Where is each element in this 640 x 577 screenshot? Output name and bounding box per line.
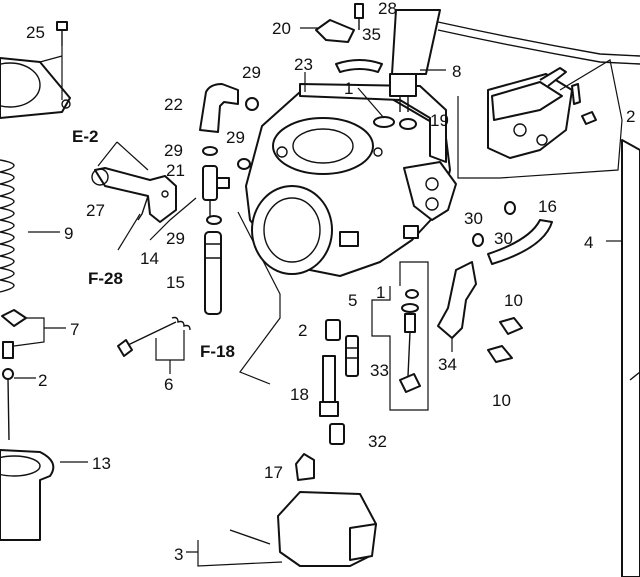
callout-2-right: 2 [626, 107, 635, 126]
carburetor-side-part-4 [621, 139, 640, 577]
callout-13: 13 [92, 454, 111, 473]
callout-1-low: 1 [376, 283, 385, 302]
leader-f28 [117, 213, 141, 251]
fuel-pump-assembly [487, 67, 597, 159]
callout-6: 6 [164, 375, 173, 394]
callout-25: 25 [26, 23, 45, 42]
callout-5: 5 [348, 291, 357, 310]
callout-33: 33 [370, 361, 389, 380]
callout-29-mid: 29 [164, 141, 183, 160]
callout-35: 35 [362, 25, 381, 44]
callout-29-low: 29 [166, 229, 185, 248]
callout-7: 7 [70, 320, 79, 339]
choke-bracket-14 [91, 167, 177, 223]
leader-2c [457, 59, 623, 179]
callout-19: 19 [430, 111, 449, 130]
screw-25 [56, 21, 68, 46]
screw-28 [354, 3, 364, 30]
ref-f18: F-18 [200, 342, 235, 361]
callout-16: 16 [538, 197, 557, 216]
callout-10-low: 10 [492, 391, 511, 410]
callout-18: 18 [290, 385, 309, 404]
callout-20: 20 [272, 19, 291, 38]
hose-clip-30 [472, 201, 516, 247]
carburetor-top-cover [0, 57, 71, 119]
callout-4: 4 [584, 233, 593, 252]
leader-5 [371, 261, 429, 411]
fuel-hose-16 [487, 219, 553, 265]
leader-f18 [237, 211, 281, 385]
leader-1a [357, 87, 385, 119]
callout-32: 32 [368, 432, 387, 451]
drain-tube-15 [204, 231, 222, 315]
callout-27: 27 [86, 201, 105, 220]
main-jet-2 [325, 319, 341, 341]
sensor-17 [295, 453, 315, 481]
callout-10-top: 10 [504, 291, 523, 310]
drain-screw-32 [329, 423, 345, 445]
callout-3: 3 [174, 545, 183, 564]
o-ring-35 [335, 59, 383, 73]
washer-19 [399, 118, 417, 130]
leader-25 [39, 46, 63, 100]
carburetor-body [245, 83, 457, 277]
air-vent-hose-22 [199, 83, 259, 133]
callout-22: 22 [164, 95, 183, 114]
float-arm-34 [437, 261, 477, 339]
washer-1 [373, 116, 395, 128]
heater-unit-3 [229, 491, 377, 567]
callout-34: 34 [438, 355, 457, 374]
screw-10 [487, 317, 523, 363]
cable-joint-8 [389, 9, 640, 112]
cable-bracket-20 [315, 19, 355, 43]
vent-fitting-21 [202, 165, 230, 216]
ref-e2: E-2 [72, 127, 98, 146]
callout-9: 9 [64, 224, 73, 243]
callout-15: 15 [166, 273, 185, 292]
leader-6 [155, 330, 185, 374]
callout-14: 14 [140, 249, 159, 268]
callout-21: 21 [166, 161, 185, 180]
leader-14 [149, 197, 197, 241]
vacuum-piston-13 [0, 449, 55, 541]
callout-2-mid: 2 [298, 321, 307, 340]
ref-f28: F-28 [88, 269, 123, 288]
callout-1-top: 1 [344, 79, 353, 98]
callout-29-right: 29 [226, 128, 245, 147]
jet-needle-2 [2, 368, 14, 441]
callout-2-left: 2 [38, 371, 47, 390]
callout-28: 28 [378, 0, 397, 18]
jet-set-5 [399, 289, 421, 393]
callout-30-low: 30 [494, 229, 513, 248]
needle-clip-7 [1, 309, 27, 359]
callout-17: 17 [264, 463, 283, 482]
needle-jet-holder-18 [319, 355, 339, 417]
adjust-screw-6 [117, 316, 191, 357]
callout-30-top: 30 [464, 209, 483, 228]
leader-7 [13, 317, 66, 347]
leader-3 [186, 540, 283, 567]
slow-jet-33 [345, 335, 359, 377]
leader-e2 [97, 141, 149, 171]
callout-23: 23 [294, 55, 313, 74]
hose-clip-29 [202, 146, 251, 225]
callout-8: 8 [452, 62, 461, 81]
spring-9 [0, 159, 15, 293]
callout-29-top: 29 [242, 63, 261, 82]
